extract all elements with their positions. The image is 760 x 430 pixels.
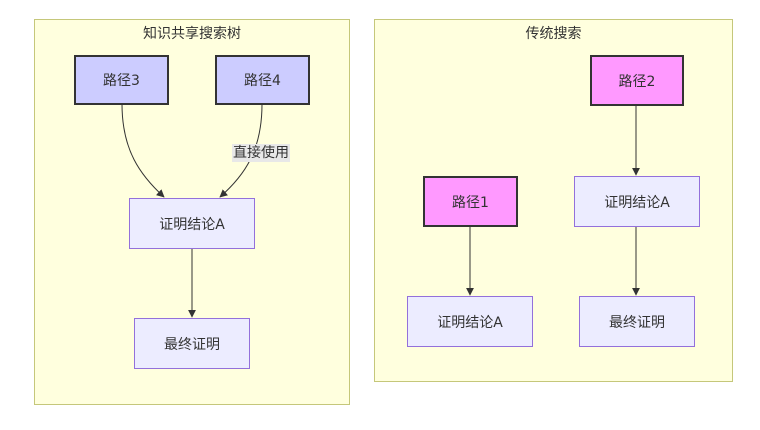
node-path-3[interactable]: 路径3 [74,55,169,105]
node-path-2[interactable]: 路径2 [590,55,684,106]
node-label: 证明结论A [437,314,503,331]
node-conclusion-a-top[interactable]: 证明结论A [574,176,700,227]
node-label: 最终证明 [164,336,220,353]
node-label: 最终证明 [609,314,665,331]
node-final-proof-right[interactable]: 最终证明 [579,296,695,347]
node-conclusion-a-bottom[interactable]: 证明结论A [407,296,533,347]
node-conclusion-a[interactable]: 证明结论A [129,198,255,249]
cluster-title: 知识共享搜索树 [143,26,241,42]
node-final-proof[interactable]: 最终证明 [134,318,250,369]
node-path-4[interactable]: 路径4 [215,55,310,105]
node-label: 证明结论A [159,216,225,233]
node-label: 路径2 [618,73,656,90]
node-label: 路径1 [452,194,489,211]
edge-label-direct-use: 直接使用 [232,144,290,162]
node-label: 证明结论A [604,194,670,211]
node-label: 路径4 [244,73,281,89]
cluster-title: 传统搜索 [525,26,582,42]
node-label: 路径3 [103,73,140,89]
node-path-1[interactable]: 路径1 [423,176,518,227]
